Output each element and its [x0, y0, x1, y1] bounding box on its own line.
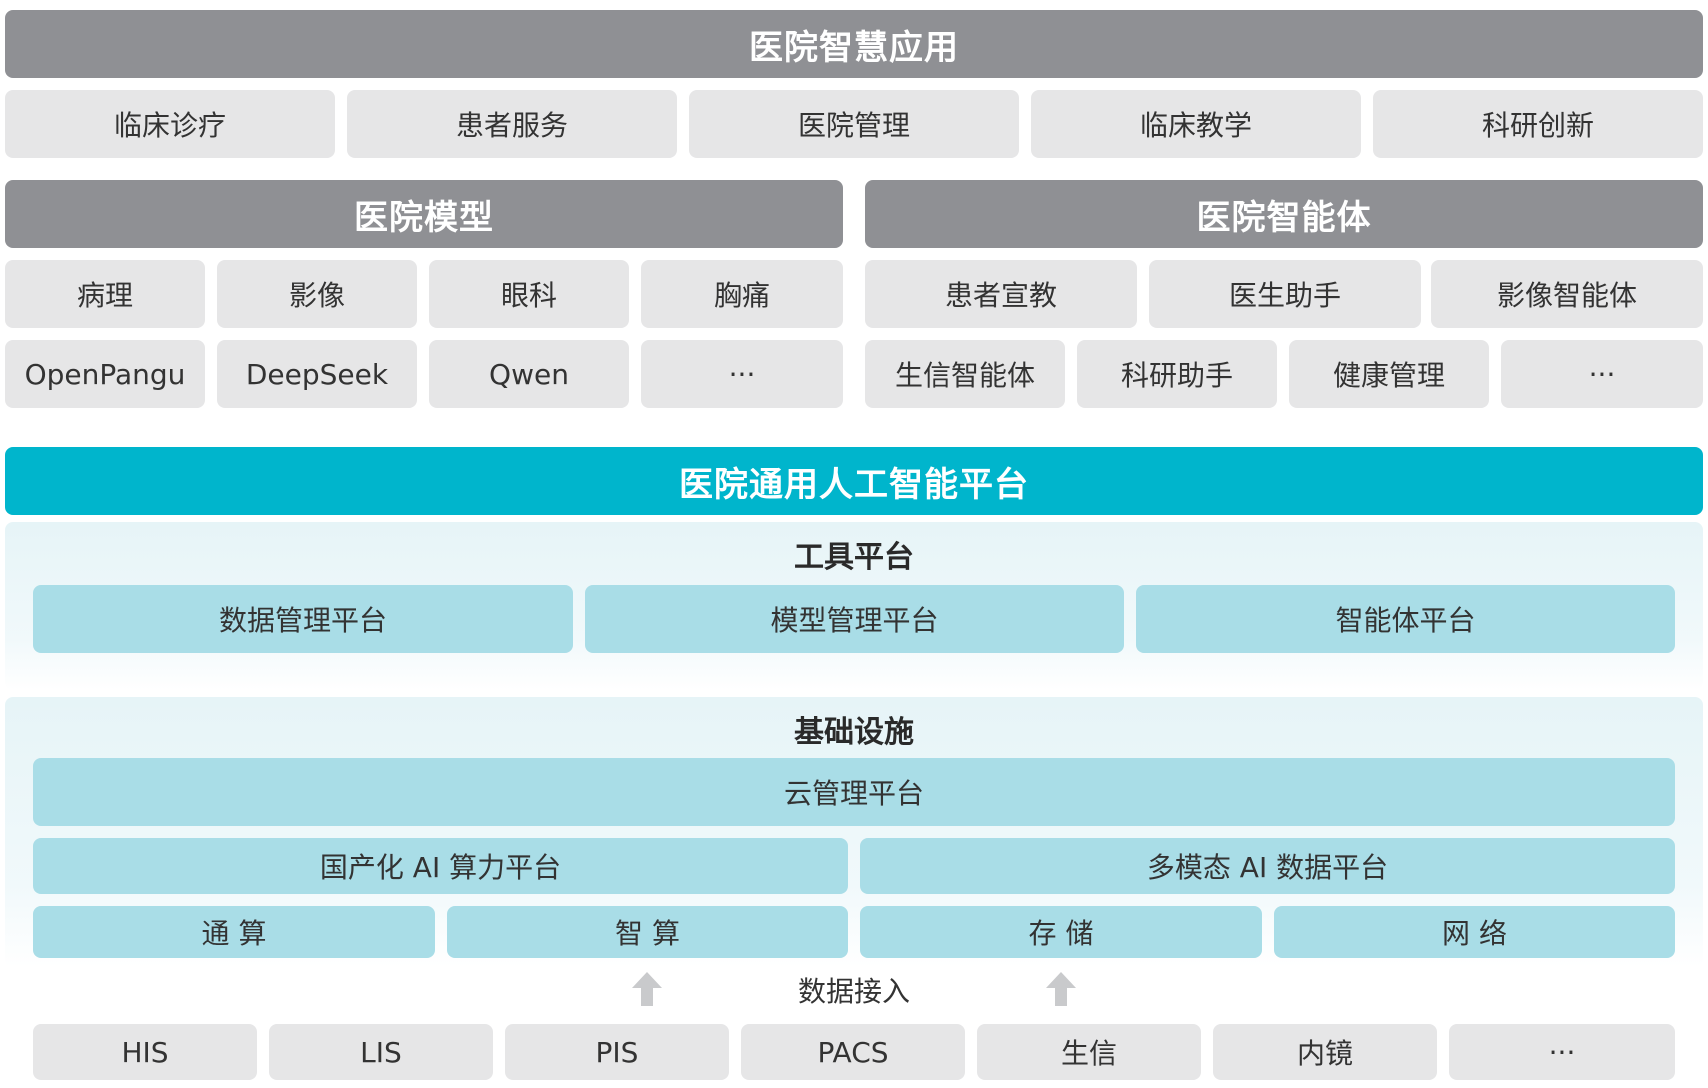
app-patient-services: 患者服务	[347, 90, 677, 158]
model-openpangu: OpenPangu	[5, 340, 205, 408]
source-pis: PIS	[505, 1024, 729, 1080]
section-title-general-ai-platform: 医院通用人工智能平台	[5, 447, 1703, 515]
tools-title: 工具平台	[794, 540, 914, 575]
intelligent-compute: 智 算	[447, 906, 848, 958]
agent-more: ···	[1501, 340, 1703, 408]
up-arrow-icon	[632, 972, 662, 1006]
model-ophthalmology: 眼科	[429, 260, 629, 328]
model-more: ···	[641, 340, 843, 408]
agent-health-management: 健康管理	[1289, 340, 1489, 408]
agent-bioinformatics: 生信智能体	[865, 340, 1065, 408]
storage: 存 储	[860, 906, 1262, 958]
app-research-innovation: 科研创新	[1373, 90, 1703, 158]
source-his: HIS	[33, 1024, 257, 1080]
app-clinical-diagnosis: 临床诊疗	[5, 90, 335, 158]
data-access-label: 数据接入	[797, 975, 910, 1008]
source-endoscopy: 内镜	[1213, 1024, 1437, 1080]
app-hospital-management: 医院管理	[689, 90, 1019, 158]
agent-patient-education: 患者宣教	[865, 260, 1137, 328]
general-compute: 通 算	[33, 906, 435, 958]
source-more: ···	[1449, 1024, 1675, 1080]
agent-research-assistant: 科研助手	[1077, 340, 1277, 408]
tool-agent-platform: 智能体平台	[1136, 585, 1675, 653]
model-imaging: 影像	[217, 260, 417, 328]
tool-data-management: 数据管理平台	[33, 585, 573, 653]
section-title-hospital-smart-applications: 医院智慧应用	[5, 10, 1703, 78]
source-pacs: PACS	[741, 1024, 965, 1080]
infrastructure-title: 基础设施	[794, 715, 914, 750]
model-qwen: Qwen	[429, 340, 629, 408]
multimodal-ai-data-platform: 多模态 AI 数据平台	[860, 838, 1675, 894]
model-chest-pain: 胸痛	[641, 260, 843, 328]
cloud-management-platform: 云管理平台	[33, 758, 1675, 826]
agent-imaging: 影像智能体	[1431, 260, 1703, 328]
section-title-hospital-agents: 医院智能体	[865, 180, 1703, 248]
model-deepseek: DeepSeek	[217, 340, 417, 408]
section-title-hospital-models: 医院模型	[5, 180, 843, 248]
tool-model-management: 模型管理平台	[585, 585, 1124, 653]
app-clinical-teaching: 临床教学	[1031, 90, 1361, 158]
source-bioinformatics: 生信	[977, 1024, 1201, 1080]
agent-doctor-assistant: 医生助手	[1149, 260, 1421, 328]
up-arrow-icon	[1046, 972, 1076, 1006]
model-pathology: 病理	[5, 260, 205, 328]
source-lis: LIS	[269, 1024, 493, 1080]
network: 网 络	[1274, 906, 1675, 958]
domestic-ai-compute-platform: 国产化 AI 算力平台	[33, 838, 848, 894]
